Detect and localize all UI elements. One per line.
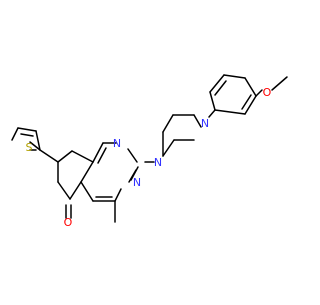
cyclohexanone-ring — [57, 150, 94, 219]
thiophene-ring — [11, 127, 59, 163]
piperazine-nitrogen-1-label: N — [154, 156, 162, 169]
piperazine-nitrogen-2-label: N — [201, 117, 209, 130]
methoxyphenyl-ring — [208, 74, 288, 118]
ketone-oxygen-label: O — [64, 216, 73, 229]
ring-nitrogen-2-label: N — [133, 176, 141, 189]
methoxy-oxygen-label: O — [263, 86, 272, 99]
piperazine-ring — [144, 114, 202, 163]
ring-nitrogen-1-label: N — [113, 137, 121, 150]
thiophene-sulfur-label: S — [26, 141, 33, 154]
molecule-canvas: N N N N O O S — [11, 74, 288, 229]
molecule-structure: N N N N O O S — [11, 74, 288, 229]
pyrimidine-ring — [80, 142, 139, 202]
